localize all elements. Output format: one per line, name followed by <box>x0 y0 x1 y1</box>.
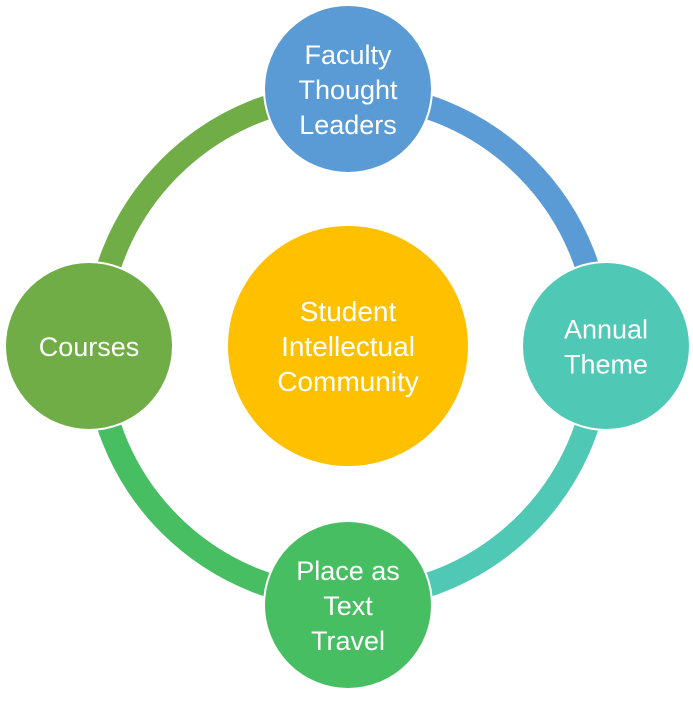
node-label-line: Community <box>277 366 419 397</box>
node-label-line: Courses <box>39 332 140 362</box>
node-label-line: Text <box>323 591 373 621</box>
node-circle <box>263 4 433 174</box>
node-label-line: Annual <box>564 315 648 345</box>
node-label-line: Travel <box>311 626 385 656</box>
node-label-line: Faculty <box>304 40 392 70</box>
node-label-line: Intellectual <box>281 331 415 362</box>
node-label-line: Theme <box>564 350 648 380</box>
node-label-line: Thought <box>298 75 398 105</box>
node-courses: Courses <box>4 261 174 431</box>
node-circle <box>521 261 691 431</box>
node-label-line: Leaders <box>299 110 397 140</box>
node-label-line: Place as <box>296 556 400 586</box>
center-circle <box>228 226 468 466</box>
node-circle <box>263 520 433 690</box>
node-label-line: Student <box>300 296 397 327</box>
node-circle <box>4 261 174 431</box>
